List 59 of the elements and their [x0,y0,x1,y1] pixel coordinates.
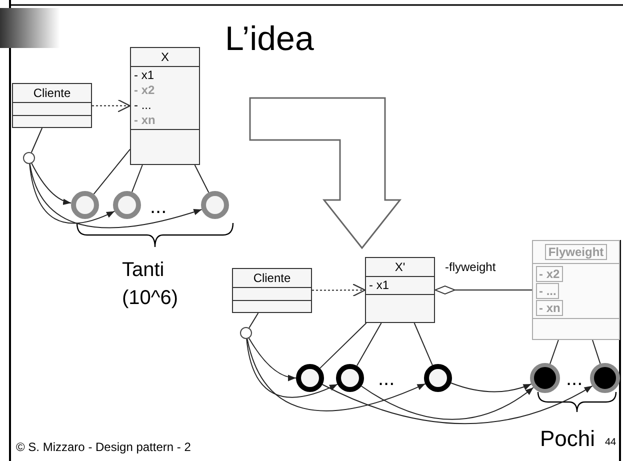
object-circle [336,364,364,392]
brace-label: Pochi [540,426,596,452]
connector-line [93,148,130,195]
object-circle [113,191,141,219]
object-circle [201,191,229,219]
connector-line [414,322,433,366]
arrow [29,163,202,228]
aggregation-line [434,286,532,294]
edge-label: -flyweight [445,260,496,274]
shared-object-circle [530,363,560,393]
dependency-arrow [92,99,131,112]
page-number: 44 [605,437,616,448]
arrow [322,384,593,424]
connector-line [550,340,559,364]
class-name: Cliente [33,86,71,100]
class-box [532,240,620,340]
slide-title: L’idea [225,20,314,59]
class-box [130,47,200,165]
arrow [246,338,338,398]
footer-text: © S. Mizzaro - Design pattern - 2 [16,440,191,454]
attribute-text: - xn [536,300,564,316]
attribute-text: - x1 [369,278,390,293]
junction-circle [23,152,35,164]
class-name: Flyweight [545,244,607,260]
object-circle [71,191,99,219]
class-box [232,268,312,313]
connector-line [30,128,43,153]
arrow [31,162,72,204]
attribute-text: - ... [536,283,560,299]
connector-line [132,164,143,192]
class-name: X [160,50,169,64]
arrow [360,386,534,420]
class-box [365,257,435,323]
connector-line [356,322,382,366]
ellipsis-text: ... [378,368,395,391]
attribute-text: - x1 [134,68,156,83]
arrow [248,338,296,381]
connector-line [248,312,259,328]
attribute-text: - ... [134,98,152,113]
object-circle [424,364,452,392]
attribute-text: - x2 [536,266,563,282]
ellipsis-text: ... [150,196,167,219]
class-name: X' [394,260,406,274]
arrow [29,164,115,224]
class-name: Cliente [253,271,291,285]
connector-line [592,340,601,364]
object-circle [296,364,324,392]
brace-label: Tanti (10^6) [122,258,180,311]
arrow [450,382,532,392]
shared-object-circle [590,363,620,393]
dependency-arrow [312,284,366,297]
junction-circle [240,327,252,339]
connector-line [320,322,367,369]
arrow [246,338,426,412]
attribute-text: - xn [134,113,156,128]
ellipsis-text: ... [566,368,583,391]
attribute-text: - x2 [134,83,156,98]
class-box [12,83,92,128]
connector-line [194,164,210,193]
